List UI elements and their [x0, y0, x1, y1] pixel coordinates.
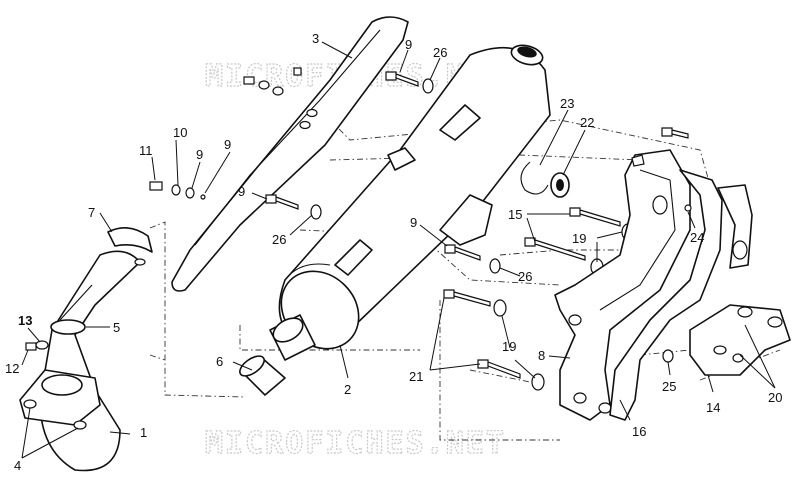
end-sleeve[interactable] — [237, 352, 286, 396]
callout-5: 5 — [113, 320, 120, 335]
callout-13: 11 — [139, 143, 153, 158]
washers-26[interactable] — [310, 78, 501, 274]
callout-3: 3 — [312, 31, 319, 46]
callout-6: 6 — [216, 354, 223, 369]
callout-9: 9 — [405, 37, 412, 52]
callout-20: 20 — [768, 390, 782, 405]
callout-14: 12 — [5, 361, 19, 376]
callout-7: 7 — [88, 205, 95, 220]
callout-26: 26 — [433, 45, 447, 60]
callout-17: 15 — [508, 207, 522, 222]
callout-26: 26 — [272, 232, 286, 247]
bolts-21[interactable] — [443, 289, 545, 391]
callout-16: 14 — [706, 400, 720, 415]
callout-labels: 3 9 26 10 9 9 11 9 26 9 26 23 22 15 19 2… — [5, 31, 782, 473]
callout-15: 13 — [18, 313, 32, 328]
callout-9: 9 — [410, 215, 417, 230]
callout-25: 25 — [662, 379, 676, 394]
callout-21: 21 — [409, 369, 423, 384]
callout-10: 9 — [224, 137, 231, 152]
shield-fasteners[interactable] — [149, 67, 302, 200]
watermark-bottom: MICROFICHES.NET — [205, 426, 506, 461]
callout-19: 19 — [502, 339, 516, 354]
callout-12: 10 — [173, 125, 187, 140]
gasket-ring[interactable] — [50, 319, 86, 335]
mounting-bracket[interactable] — [554, 149, 691, 421]
callout-4: 4 — [14, 458, 21, 473]
bolts-9[interactable] — [265, 71, 481, 261]
washer-25[interactable] — [662, 349, 674, 363]
heat-shield[interactable] — [171, 16, 409, 292]
callout-8: 8 — [538, 348, 545, 363]
callout-11: 9 — [196, 147, 203, 162]
header-pipe[interactable] — [19, 250, 141, 472]
circlip[interactable] — [520, 161, 549, 195]
muffler[interactable] — [266, 42, 551, 364]
callout-22: 22 — [580, 115, 594, 130]
callout-18: 16 — [632, 424, 646, 439]
callout-26: 26 — [518, 269, 532, 284]
pipe-clamp[interactable] — [107, 227, 153, 266]
callout-9: 9 — [238, 184, 245, 199]
callout-2: 2 — [344, 382, 351, 397]
leader-lines — [21, 41, 776, 459]
callout-19: 19 — [572, 231, 586, 246]
upper-bracket[interactable] — [631, 127, 753, 269]
callout-24: 24 — [690, 230, 704, 245]
callout-1: 1 — [140, 425, 147, 440]
rear-mount[interactable] — [689, 304, 791, 376]
nut-14[interactable] — [25, 342, 37, 351]
callout-23: 23 — [560, 96, 574, 111]
side-plate[interactable] — [609, 169, 723, 421]
washer-15[interactable] — [35, 340, 49, 350]
